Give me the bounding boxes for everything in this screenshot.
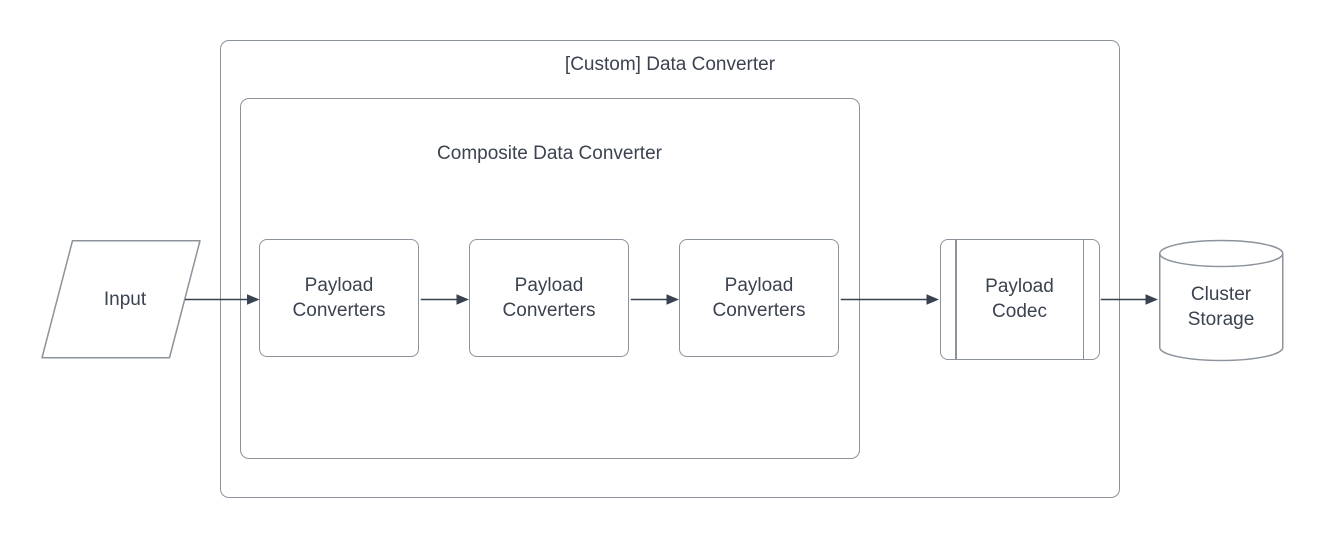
container-custom-data-converter: [Custom] Data Converter Composite Data C… <box>220 40 1120 498</box>
node-payload-converters-1: Payload Converters <box>259 239 419 357</box>
node-payload-codec: Payload Codec <box>939 238 1100 360</box>
payload-codec-label: Payload Codec <box>985 276 1054 322</box>
node-payload-converters-2: Payload Converters <box>469 239 629 357</box>
custom-data-converter-label: [Custom] Data Converter <box>564 54 776 75</box>
container-composite-data-converter: Composite Data Converter Payload Convert… <box>239 97 860 459</box>
cluster-storage-label: Cluster Storage <box>1187 284 1255 330</box>
payload-converters-3-label: Payload Converters <box>712 275 806 321</box>
composite-data-converter-label: Composite Data Converter <box>437 142 662 164</box>
node-payload-converters-3: Payload Converters <box>679 239 839 357</box>
input-label: Input <box>103 289 147 310</box>
cylinder-top-ellipse <box>1159 253 1284 268</box>
arrowhead <box>1145 294 1158 305</box>
payload-converters-1-label: Payload Converters <box>292 275 386 321</box>
codec-right-bar <box>1082 239 1084 359</box>
payload-converters-2-label: Payload Converters <box>502 275 596 321</box>
codec-left-bar <box>955 239 957 359</box>
